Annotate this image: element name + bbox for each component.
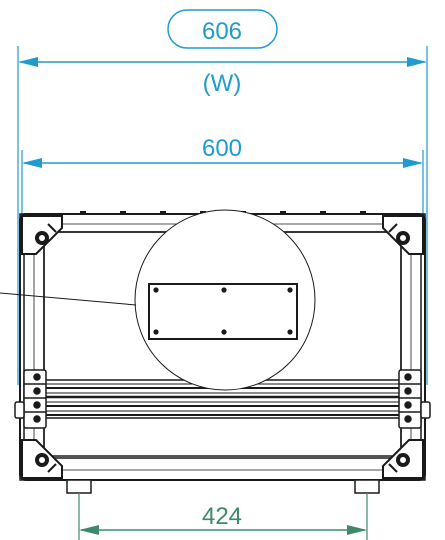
foot-spacing-value: 424 <box>202 503 242 530</box>
latch-right <box>398 369 431 429</box>
outer-width-value: 606 <box>202 18 242 45</box>
corner-bracket-bottom-left <box>21 439 63 479</box>
foot-spacing-dimension: 424 <box>78 493 368 540</box>
corner-bracket-top-left <box>21 215 63 255</box>
inner-width-value: 600 <box>202 135 242 162</box>
dimension-callout-bubble <box>167 9 278 49</box>
foot-right <box>354 479 380 494</box>
corner-bracket-top-right <box>382 215 424 255</box>
side-latches <box>14 369 431 429</box>
corner-bracket-bottom-right <box>382 439 424 479</box>
latch-left <box>14 369 47 429</box>
outer-width-note: (W) <box>203 70 242 97</box>
plate-screws <box>153 287 293 335</box>
case-feet <box>66 479 380 494</box>
corner-brackets <box>21 215 424 479</box>
outer-width-dimension: 606 (W) <box>17 9 428 385</box>
foot-left <box>66 479 92 494</box>
inner-width-dimension: 600 <box>21 135 424 215</box>
detail-callout <box>0 209 316 391</box>
